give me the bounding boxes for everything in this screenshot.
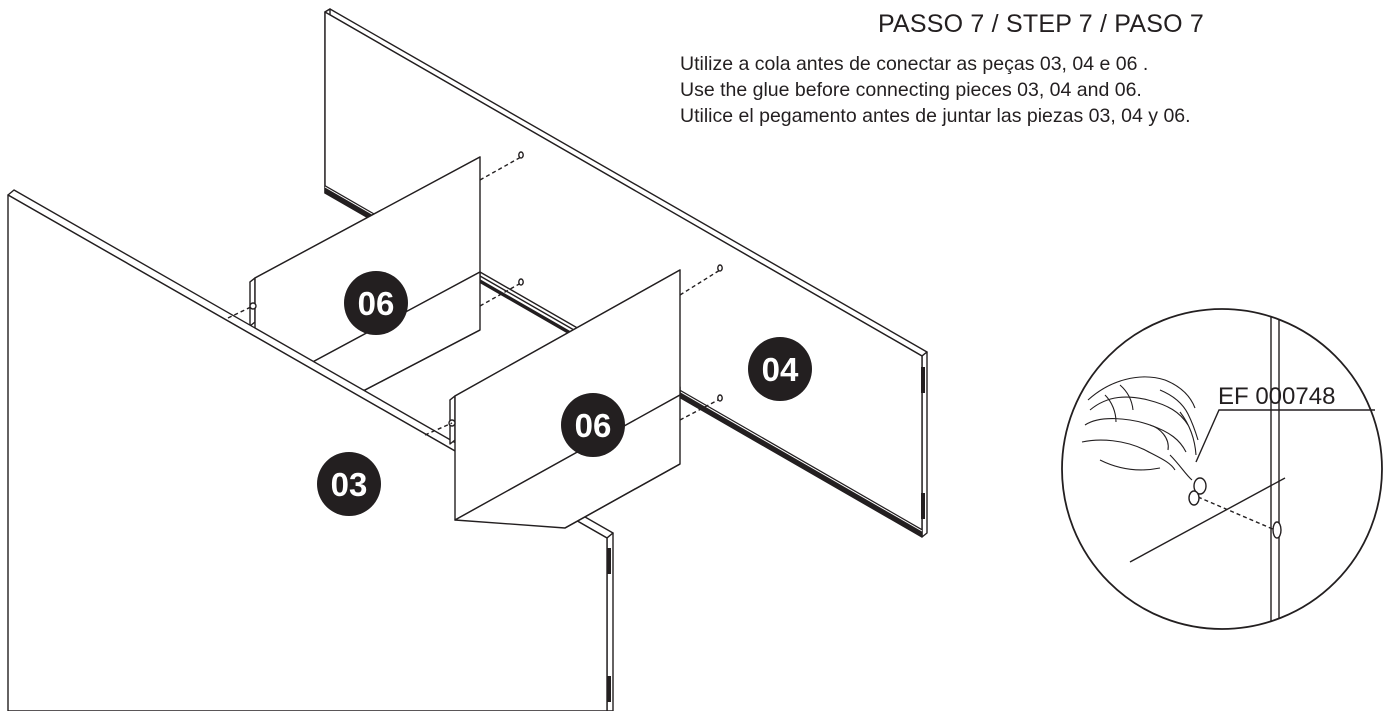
badge-back-panel: 04 xyxy=(748,337,812,401)
badge-label: 04 xyxy=(762,351,799,388)
instruction-portuguese: Utilize a cola antes de conectar as peça… xyxy=(680,53,1149,75)
badge-label: 03 xyxy=(331,466,368,503)
badge-front-panel: 03 xyxy=(317,452,381,516)
hand-icon xyxy=(1081,376,1199,481)
step-title: PASSO 7 / STEP 7 / PASO 7 xyxy=(878,10,1204,38)
part-code-label: EF 000748 xyxy=(1218,383,1335,410)
instruction-english: Use the glue before connecting pieces 03… xyxy=(680,79,1142,101)
badge-divider-left: 06 xyxy=(344,271,408,335)
badge-label: 06 xyxy=(358,285,395,322)
instruction-spanish: Utilice el pegamento antes de juntar las… xyxy=(680,105,1191,127)
dowel-holes xyxy=(518,151,723,402)
badge-label: 06 xyxy=(575,407,612,444)
dowel-guides xyxy=(227,156,721,436)
badge-divider-right: 06 xyxy=(561,393,625,457)
detail-callout: EF 000748 xyxy=(1061,308,1383,630)
